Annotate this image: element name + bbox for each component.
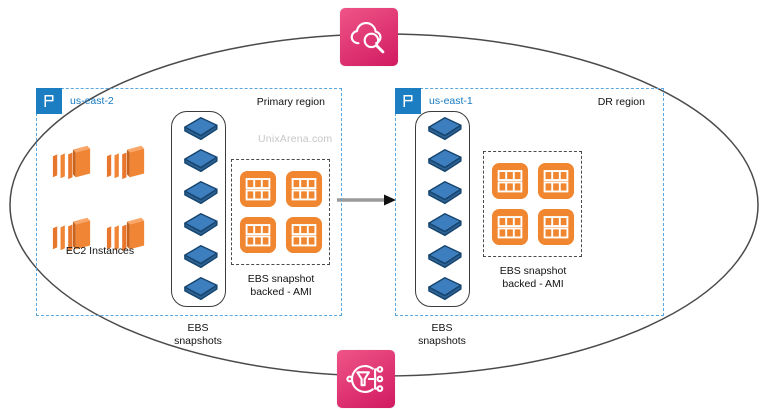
ebs-snapshot-icon xyxy=(183,149,218,173)
ebs-snapshot-icon xyxy=(427,245,462,269)
ebs-snapshot-icon xyxy=(427,277,462,301)
ebs-snapshot-icon xyxy=(183,245,218,269)
cloudwatch-cloud-magnifier-icon xyxy=(340,8,398,66)
ec2-instance-icon xyxy=(52,145,91,180)
ami-icon xyxy=(239,216,276,254)
region-type-label: Primary region xyxy=(256,96,325,108)
region-name: us-east-1 xyxy=(429,95,473,107)
ebs-snapshot-icon xyxy=(183,213,218,237)
ebs-snapshots-column xyxy=(415,111,470,307)
replication-arrow xyxy=(337,194,396,206)
ebs-snapshots-label: EBS snapshots xyxy=(174,322,222,347)
ec2-instances-group: EC2 Instances xyxy=(51,141,149,257)
cloudwatch-event-rule-icon xyxy=(337,350,395,408)
ami-icon xyxy=(491,208,528,246)
dr-region-box: us-east-1 DR region xyxy=(394,87,664,316)
ami-icon xyxy=(537,162,574,200)
ebs-snapshot-icon xyxy=(183,181,218,205)
ec2-instance-icon xyxy=(106,145,145,180)
ami-label: EBS snapshot backed - AMI xyxy=(499,265,567,290)
region-type-label: DR region xyxy=(597,96,645,108)
ami-label: EBS snapshot backed - AMI xyxy=(247,273,315,298)
ami-group-box xyxy=(231,159,330,265)
ami-icon xyxy=(239,170,276,208)
ebs-snapshot-icon xyxy=(427,213,462,237)
ami-group-box xyxy=(483,151,582,257)
watermark: UnixArena.com xyxy=(258,133,333,145)
primary-region-box: us-east-2 Primary region EC2 xyxy=(35,87,342,316)
flag-icon xyxy=(394,87,421,114)
ebs-snapshot-icon xyxy=(427,117,462,141)
ebs-snapshots-label: EBS snapshots xyxy=(418,322,466,347)
ebs-snapshot-icon xyxy=(427,149,462,173)
ec2-instances-label: EC2 Instances xyxy=(65,245,135,257)
ec2-grid xyxy=(51,141,149,255)
ebs-snapshot-icon xyxy=(427,181,462,205)
ami-icon xyxy=(491,162,528,200)
ebs-snapshot-icon xyxy=(183,117,218,141)
ebs-snapshot-icon xyxy=(183,277,218,301)
ec2-instance-icon xyxy=(52,217,91,252)
ami-icon xyxy=(537,208,574,246)
ami-icon xyxy=(285,216,322,254)
region-name: us-east-2 xyxy=(70,95,114,107)
ec2-instance-icon xyxy=(106,217,145,252)
flag-icon xyxy=(35,87,62,114)
ami-icon xyxy=(285,170,322,208)
ebs-snapshots-column xyxy=(171,111,226,307)
